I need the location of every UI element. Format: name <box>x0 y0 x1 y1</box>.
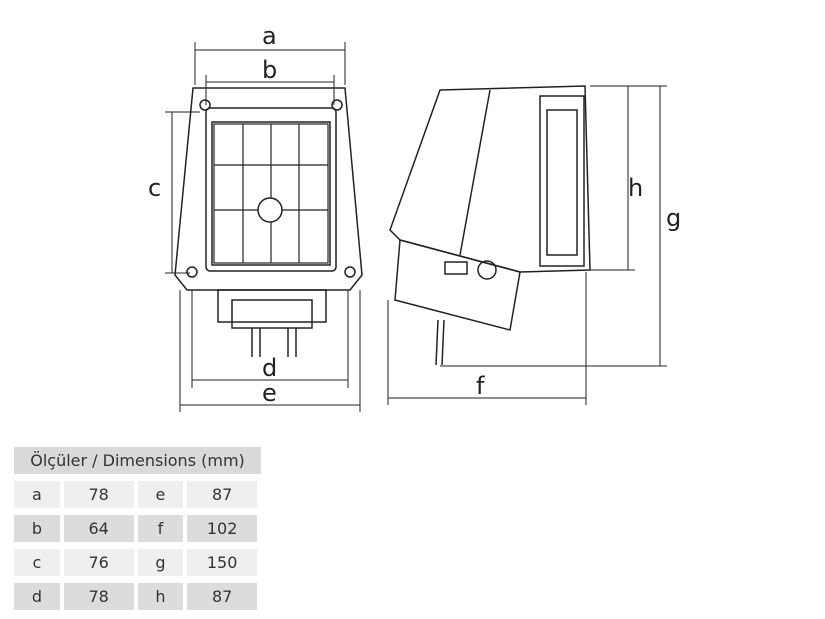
dim-value: 76 <box>63 549 134 576</box>
dim-value: 102 <box>187 515 257 542</box>
dim-value: 87 <box>187 583 257 610</box>
dim-value: 87 <box>187 481 257 508</box>
table-title: Ölçüler / Dimensions (mm) <box>14 447 261 474</box>
label-g: g <box>666 204 681 232</box>
label-d: d <box>262 354 277 382</box>
label-e: e <box>262 379 277 407</box>
label-f: f <box>476 372 485 400</box>
dim-key: c <box>14 549 60 576</box>
dimension-drawing: a b c d e f g h <box>148 22 681 412</box>
dim-value: 64 <box>63 515 134 542</box>
dimensions-table: Ölçüler / Dimensions (mm) a 78 e 87 b 64… <box>14 447 261 610</box>
dim-value: 78 <box>63 583 134 610</box>
dim-value: 78 <box>63 481 134 508</box>
dim-key: b <box>14 515 60 542</box>
label-a: a <box>262 22 277 50</box>
table-row: b 64 f 102 <box>14 515 261 542</box>
dim-key: d <box>14 583 60 610</box>
table-row: a 78 e 87 <box>14 481 261 508</box>
table-row: c 76 g 150 <box>14 549 261 576</box>
label-h: h <box>628 174 643 202</box>
dim-key: g <box>137 549 184 576</box>
dimension-lines <box>165 42 667 412</box>
dim-key: f <box>137 515 184 542</box>
dim-key: a <box>14 481 60 508</box>
front-view <box>174 87 363 357</box>
dim-key: h <box>137 583 184 610</box>
dim-key: e <box>137 481 184 508</box>
side-view <box>389 85 591 366</box>
table-row: d 78 h 87 <box>14 583 261 610</box>
label-b: b <box>262 56 277 84</box>
dim-value: 150 <box>187 549 257 576</box>
label-c: c <box>148 174 161 202</box>
